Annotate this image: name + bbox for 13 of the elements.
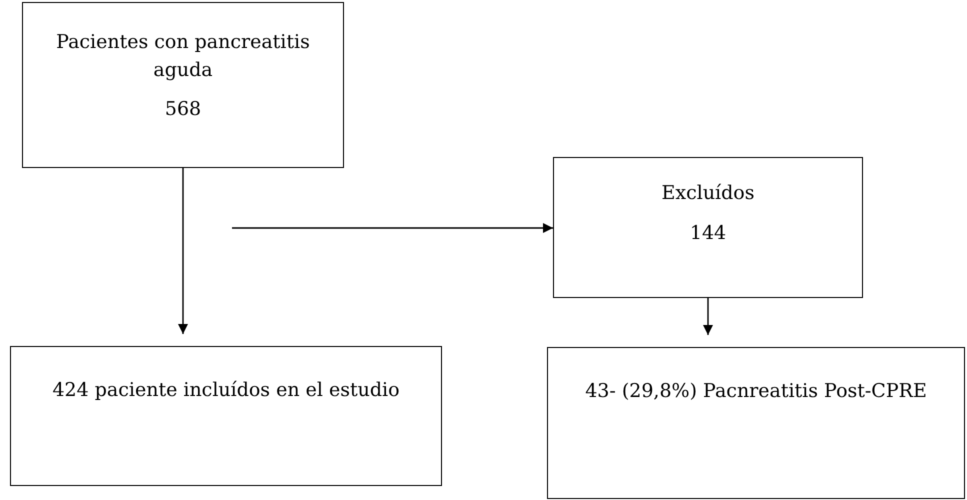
process-box	[10, 346, 442, 486]
box-title: 43- (29,8%) Pacnreatitis Post-CPRE	[584, 379, 928, 404]
process-box	[547, 347, 965, 499]
arrow	[703, 298, 713, 335]
process-box	[22, 2, 344, 168]
box-title: Pacientes con pancreatitis aguda	[55, 30, 311, 83]
box-title: Excluídos	[660, 181, 756, 206]
box-title: 424 paciente incluídos en el estudio	[51, 378, 401, 403]
count-text: 568	[164, 97, 202, 122]
count-text: 144	[688, 220, 728, 246]
arrow	[178, 168, 188, 334]
arrow	[232, 223, 553, 233]
process-box	[553, 157, 863, 298]
